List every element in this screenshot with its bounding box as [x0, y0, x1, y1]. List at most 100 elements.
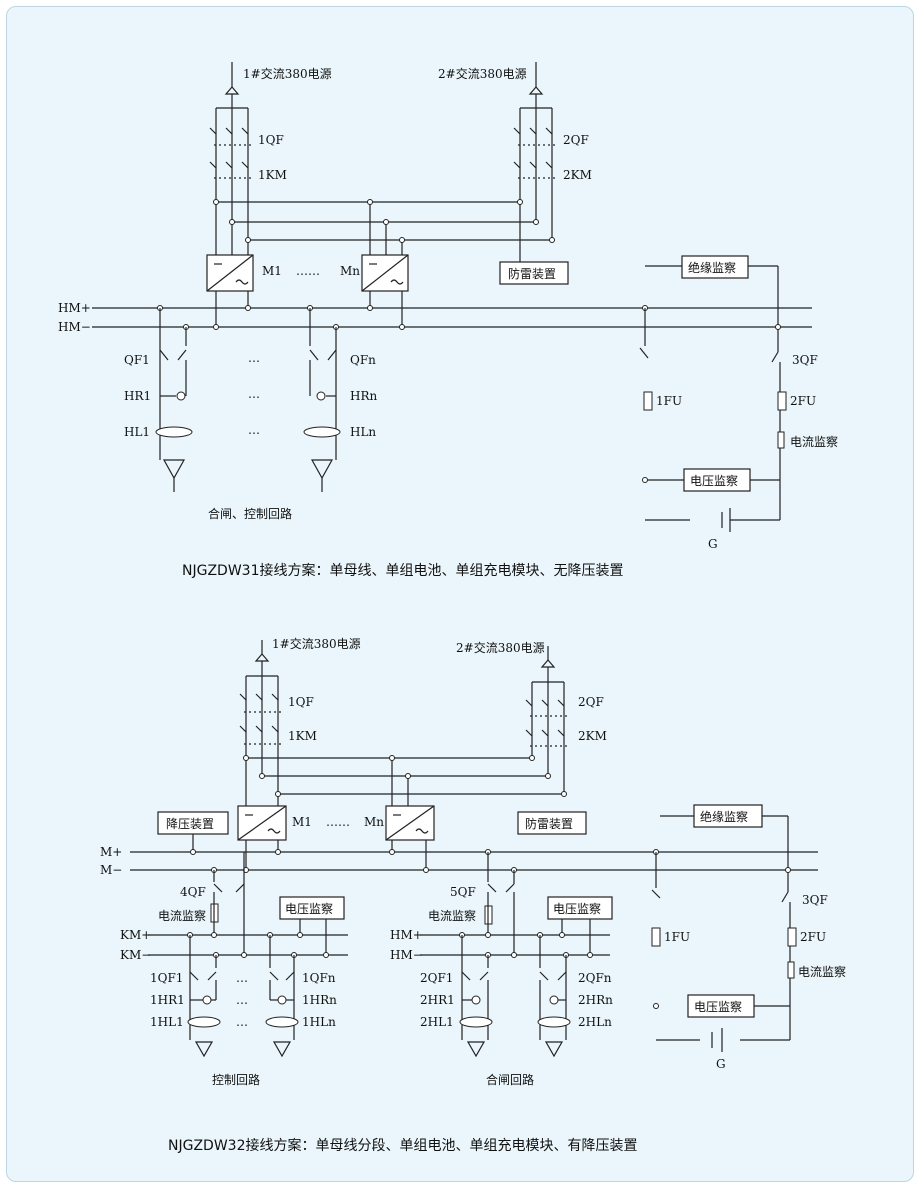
scheme2-mn-label: Mn: [364, 815, 384, 829]
scheme2-4qf-label: 4QF: [180, 885, 206, 899]
scheme2-2hr1-label: 2HR1: [420, 993, 455, 1007]
scheme2-voltage-monitor-mid-label: 电压监察: [553, 902, 601, 916]
scheme1-ellipsis-qf: …: [248, 351, 260, 365]
scheme1-battery-branch: [639, 308, 787, 532]
scheme2-lightning-box: [517, 811, 587, 835]
scheme2-1qfn-label: 1QFn: [302, 971, 336, 985]
scheme2-m1-label: M1: [292, 815, 312, 829]
scheme2-source2: [525, 646, 570, 794]
scheme2-lightning-label: 防雷装置: [525, 816, 573, 831]
scheme1-caption: NJGZDW31接线方案：单母线、单组电池、单组充电模块、无降压装置: [182, 562, 623, 579]
scheme2-current-monitor-label: 电流监察: [798, 965, 846, 979]
scheme2-diagram: 1#交流380电源 1QF 1KM 2#交流380电源 2QF 2KM: [100, 636, 846, 1154]
scheme2-1qf-label: 1QF: [288, 695, 314, 709]
scheme2-1hrn-label: 1HRn: [302, 993, 337, 1007]
scheme2-bus-plus-label: M+: [100, 845, 122, 859]
scheme1-module-mn: [361, 254, 409, 327]
scheme1-1km-label: 1KM: [258, 168, 287, 182]
scheme2-control-label: 控制回路: [212, 1072, 260, 1087]
scheme2-current-monitor-left-label: 电流监察: [158, 909, 206, 923]
scheme1-ellipsis-hl: …: [248, 423, 260, 437]
scheme2-1km-label: 1KM: [288, 729, 317, 743]
scheme1-diagram: 1#交流380电源 1QF 1KM 2#交流380电源 2QF 2KM: [58, 62, 838, 579]
scheme2-hm-minus-label: HM−: [390, 948, 423, 962]
scheme1-mn-label: Mn: [340, 264, 360, 278]
scheme1-1qf-label: 1QF: [258, 133, 284, 147]
scheme2-2fu-label: 2FU: [800, 930, 826, 944]
scheme1-hl1-label: HL1: [124, 425, 150, 439]
scheme1-voltage-monitor-box: [683, 468, 751, 492]
scheme2-closing-feeder-n: [537, 935, 571, 1058]
scheme1-source2-label: 2#交流380电源: [438, 66, 527, 81]
scheme1-battery-label: G: [708, 537, 718, 551]
scheme1-insulation-box: [681, 255, 749, 279]
scheme2-ellipsis-1qf: …: [236, 971, 248, 985]
scheme1-source1-label: 1#交流380电源: [243, 66, 332, 81]
scheme2-hm-plus-label: HM+: [390, 928, 423, 942]
scheme1-source1: [209, 62, 254, 255]
scheme1-feeder-n: [303, 308, 341, 492]
scheme2-battery-label: G: [716, 1057, 726, 1071]
scheme2-source2-label: 2#交流380电源: [456, 640, 545, 655]
scheme1-hrn-label: HRn: [350, 389, 378, 403]
scheme2-step-down-label: 降压装置: [166, 817, 214, 831]
scheme1-1fu-label: 1FU: [656, 394, 682, 408]
scheme2-module-dots: ……: [326, 815, 350, 829]
scheme1-qf1-label: QF1: [124, 353, 150, 367]
scheme2-km-minus-label: KM−: [120, 948, 151, 962]
scheme2-1fu-label: 1FU: [664, 930, 690, 944]
scheme2-battery-branch: [651, 852, 797, 1052]
scheme2-module-m1: [237, 805, 287, 870]
scheme2-2km-label: 2KM: [578, 729, 607, 743]
scheme2-km-plus-label: KM+: [120, 928, 151, 942]
scheme1-bus-minus-label: HM−: [58, 320, 91, 334]
scheme1-bus-plus-label: HM+: [58, 301, 91, 315]
scheme2-caption: NJGZDW32接线方案：单母线分段、单组电池、单组充电模块、有降压装置: [168, 1137, 637, 1154]
scheme2-1hr1-label: 1HR1: [150, 993, 185, 1007]
scheme1-insulation-label: 绝缘监察: [688, 260, 736, 275]
scheme2-3qf-label: 3QF: [802, 893, 828, 907]
scheme2-2hln-label: 2HLn: [578, 1015, 612, 1029]
scheme2-voltage-monitor-left-box: [279, 896, 345, 920]
scheme2-1hln-label: 1HLn: [302, 1015, 336, 1029]
scheme2-closing-label: 合闸回路: [486, 1072, 534, 1087]
scheme1-2km-label: 2KM: [563, 168, 592, 182]
scheme2-voltage-monitor-label: 电压监察: [694, 1000, 742, 1014]
scheme2-1qf1-label: 1QF1: [150, 971, 183, 985]
scheme1-source2: [513, 62, 558, 262]
scheme1-2fu-label: 2FU: [790, 394, 816, 408]
scheme1-module-dots: ……: [296, 264, 320, 278]
scheme1-ellipsis-hr: …: [248, 387, 260, 401]
scheme2-voltage-monitor-left-label: 电压监察: [285, 902, 333, 916]
scheme2-insulation-label: 绝缘监察: [700, 809, 748, 824]
scheme2-ellipsis-1hl: …: [236, 1015, 248, 1029]
scheme2-5qf-label: 5QF: [450, 885, 476, 899]
scheme2-ellipsis-1hr: …: [236, 993, 248, 1007]
scheme1-voltage-monitor-label: 电压监察: [690, 474, 738, 488]
scheme1-lightning-box: [499, 261, 569, 285]
scheme2-closing-feeder-1: [459, 935, 493, 1058]
scheme2-current-monitor-mid-label: 电流监察: [428, 909, 476, 923]
scheme1-qfn-label: QFn: [350, 353, 376, 367]
scheme1-current-monitor-label: 电流监察: [790, 435, 838, 449]
scheme2-bus-minus-label: M−: [100, 863, 122, 877]
scheme1-lightning-label: 防雷装置: [508, 266, 556, 281]
scheme1-hr1-label: HR1: [124, 389, 151, 403]
scheme2-control-feeder-1: [187, 935, 221, 1058]
scheme2-2qf-label: 2QF: [578, 695, 604, 709]
scheme2-2hrn-label: 2HRn: [578, 993, 613, 1007]
scheme2-source1: [239, 640, 284, 806]
scheme2-2qf1-label: 2QF1: [420, 971, 453, 985]
scheme2-voltage-monitor-box: [687, 994, 755, 1018]
scheme1-hln-label: HLn: [350, 425, 376, 439]
scheme1-m1-label: M1: [262, 264, 282, 278]
scheme2-2qfn-label: 2QFn: [578, 971, 612, 985]
scheme1-feeder-label: 合闸、控制回路: [208, 506, 292, 521]
scheme2-voltage-monitor-mid-box: [547, 896, 613, 920]
scheme2-2hl1-label: 2HL1: [420, 1015, 454, 1029]
scheme2-control-feeder-n: [265, 935, 299, 1058]
scheme2-source1-label: 1#交流380电源: [272, 636, 361, 651]
scheme1-3qf-label: 3QF: [792, 353, 818, 367]
scheme1-module-m1: [206, 254, 254, 327]
